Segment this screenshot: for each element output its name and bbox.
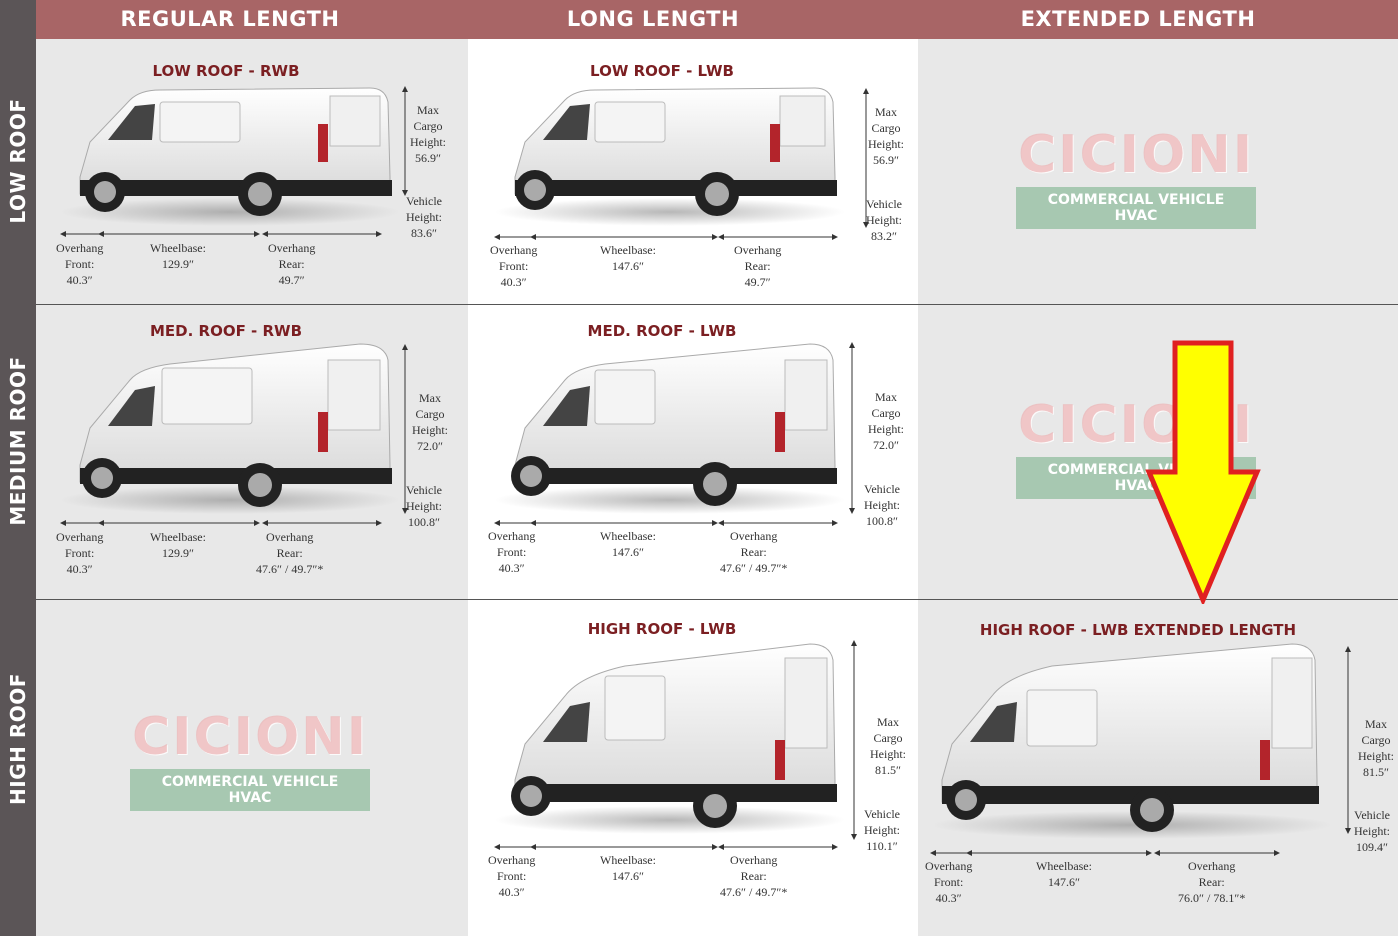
logo-tagline: COMMERCIAL VEHICLE HVAC — [1016, 187, 1256, 229]
height-arrow — [849, 342, 855, 514]
wheelbase-label: Wheelbase:147.6″ — [600, 529, 656, 559]
wheelbase-label: Wheelbase:147.6″ — [600, 243, 656, 273]
cargo-height-arrow — [402, 86, 408, 196]
wheelbase-arrow — [494, 234, 718, 240]
rear-overhang-arrow — [718, 520, 838, 526]
wheelbase-label: Wheelbase:129.9″ — [150, 530, 206, 560]
van-med-lwb — [495, 343, 845, 514]
van-high-lwb — [495, 643, 845, 834]
wheelbase-arrow — [494, 844, 718, 850]
logo-wordmark: CICIONI — [1017, 125, 1255, 185]
cell-title: MED. ROOF - RWB — [149, 322, 303, 340]
column-header-regular: REGULAR LENGTH — [120, 7, 340, 31]
cicioni-logo: CICIONI COMMERCIAL VEHICLE HVAC — [1016, 125, 1256, 229]
cell-title: LOW ROOF - LWB — [590, 62, 734, 80]
van-med-rwb — [60, 343, 400, 514]
column-header-extended: EXTENDED LENGTH — [1020, 7, 1256, 31]
cell-med-extended — [918, 305, 1398, 599]
row-header-high-roof: HIGH ROOF — [6, 673, 30, 805]
logo-tagline: COMMERCIAL VEHICLE HVAC — [130, 769, 370, 811]
van-low-rwb — [60, 87, 400, 226]
cicioni-logo: CICIONI COMMERCIAL VEHICLE HVAC — [130, 707, 370, 811]
van-low-lwb — [495, 87, 845, 226]
column-header-bar — [36, 0, 1398, 39]
van-high-extended — [932, 643, 1332, 839]
row-header-bar — [0, 39, 36, 936]
cell-title: HIGH ROOF - LWB — [587, 620, 737, 638]
height-arrow — [863, 88, 869, 228]
rear-overhang-arrow — [718, 234, 838, 240]
wheelbase-label: Wheelbase:147.6″ — [1036, 859, 1092, 889]
cell-title: LOW ROOF - RWB — [152, 62, 300, 80]
wheelbase-label: Wheelbase:129.9″ — [150, 241, 206, 271]
height-arrow — [851, 640, 857, 840]
row-header-medium-roof: MEDIUM ROOF — [6, 356, 30, 526]
row-divider — [36, 599, 1398, 600]
rear-overhang-arrow — [1154, 850, 1280, 856]
row-header-low-roof: LOW ROOF — [6, 98, 30, 224]
row-divider — [36, 304, 1398, 305]
cell-title: MED. ROOF - LWB — [587, 322, 737, 340]
logo-wordmark: CICIONI — [131, 707, 369, 767]
rear-overhang-arrow — [718, 844, 838, 850]
wheelbase-arrow — [930, 850, 1152, 856]
wheelbase-arrow — [60, 231, 260, 237]
cell-title: HIGH ROOF - LWB EXTENDED LENGTH — [979, 621, 1297, 639]
height-arrow — [1345, 646, 1351, 834]
wheelbase-arrow — [494, 520, 718, 526]
wheelbase-arrow — [60, 520, 260, 526]
rear-overhang-arrow — [262, 520, 382, 526]
rear-overhang-arrow — [262, 231, 382, 237]
down-arrow-icon — [1145, 340, 1261, 604]
height-arrow — [402, 344, 408, 514]
cell-high-regular — [36, 600, 468, 936]
wheelbase-label: Wheelbase:147.6″ — [600, 853, 656, 883]
corner-block — [0, 0, 36, 39]
cell-low-extended — [918, 39, 1398, 304]
column-header-long: LONG LENGTH — [566, 7, 740, 31]
